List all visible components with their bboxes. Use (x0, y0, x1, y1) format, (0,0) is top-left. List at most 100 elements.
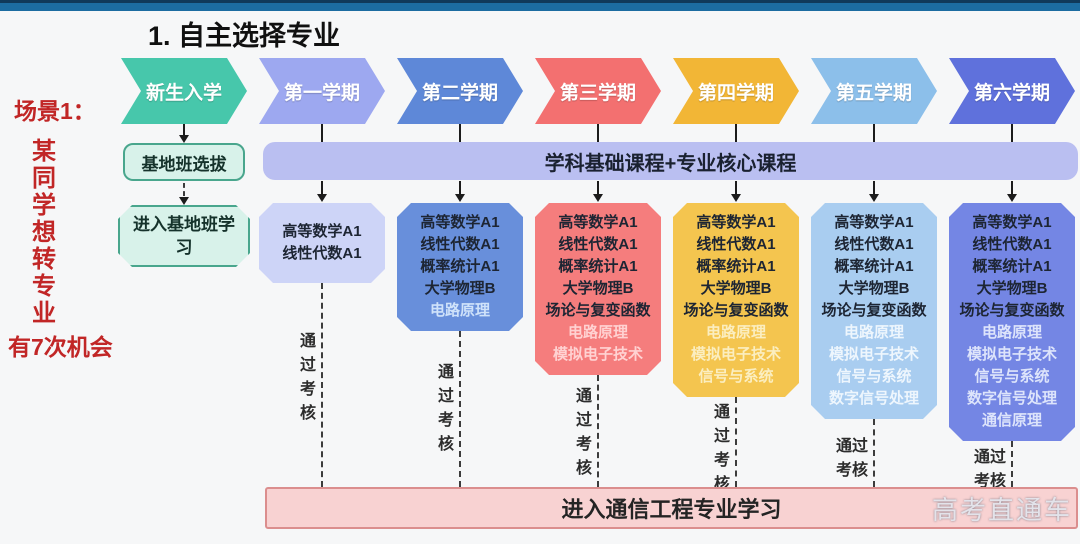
semester-column: 高等数学A1 线性代数A1 通 过 考 核 (259, 203, 385, 487)
course-item: 线性代数A1 (420, 236, 500, 253)
dashed-connector (321, 283, 323, 487)
semester-chevron-label: 第五学期 (835, 82, 912, 104)
pass-exam-area: 通 过 考 核 (673, 397, 799, 493)
course-item: 高等数学A1 (282, 223, 362, 240)
base-class-selection-box: 基地班选拔 (123, 143, 245, 181)
course-item: 场论与复变函数 (545, 302, 651, 319)
arrow-down-icon (731, 194, 741, 202)
course-item: 通信原理 (981, 412, 1042, 429)
course-item: 高等数学A1 (834, 214, 914, 231)
semester-column: 高等数学A1 线性代数A1 概率统计A1 大学物理B 电路原理通 过 考 核 (397, 203, 523, 487)
connector-line (597, 181, 599, 194)
dashed-connector (873, 419, 875, 487)
course-item: 大学物理B (562, 280, 634, 297)
course-item: 高等数学A1 (420, 214, 500, 231)
course-item: 电路原理 (843, 324, 904, 341)
connector-line (321, 124, 323, 142)
semester-chevron-label: 第四学期 (697, 82, 774, 104)
final-major-bar-label: 进入通信工程专业学习 (561, 497, 782, 522)
scenario-label: 场景1： (14, 98, 96, 124)
course-box: 高等数学A1 线性代数A1 (259, 203, 385, 283)
connector-line (1011, 124, 1013, 142)
arrow-down-icon (455, 194, 465, 202)
dashed-connector (459, 331, 461, 487)
course-item: 线性代数A1 (972, 236, 1052, 253)
course-item: 线性代数A1 (834, 236, 914, 253)
pass-exam-label: 通过 考核 (973, 449, 1006, 490)
top-accent-bar (0, 0, 1080, 11)
course-item: 概率统计A1 (972, 258, 1052, 275)
arrow-down-icon (1007, 194, 1017, 202)
pass-exam-area: 通过 考核 (949, 441, 1075, 490)
semester-chevron: 第一学期 (259, 58, 385, 124)
course-item: 数字信号处理 (966, 390, 1057, 407)
course-item: 概率统计A1 (696, 258, 776, 275)
arrow-down-icon (179, 135, 189, 143)
course-item: 高等数学A1 (558, 214, 638, 231)
final-major-bar: 进入通信工程专业学习 (265, 487, 1078, 529)
course-item: 模拟电子技术 (966, 346, 1057, 363)
semester-chevron-label: 第六学期 (973, 82, 1050, 104)
course-item: 电路原理 (705, 324, 766, 341)
dashed-connector (735, 397, 737, 487)
arrow-down-icon (869, 194, 879, 202)
course-item: 高等数学A1 (696, 214, 776, 231)
connector-line (1011, 181, 1013, 194)
watermark-text: 高考直通车 (932, 495, 1073, 525)
pass-exam-label: 通 过 考 核 (713, 404, 730, 493)
semester-chevron-label: 第三学期 (559, 82, 636, 104)
course-item: 大学物理B (700, 280, 772, 297)
core-courses-band-label: 学科基础课程+专业核心课程 (544, 152, 797, 175)
course-item: 线性代数A1 (696, 236, 776, 253)
course-item: 信号与系统 (698, 368, 774, 385)
course-item: 模拟电子技术 (690, 346, 781, 363)
course-item: 数字信号处理 (828, 390, 919, 407)
pass-exam-area: 通过 考核 (811, 419, 937, 487)
freshman-chevron-label: 新生入学 (145, 82, 222, 104)
dashed-connector (597, 375, 599, 487)
connector-line (459, 181, 461, 194)
course-box: 高等数学A1 线性代数A1 概率统计A1 大学物理B 电路原理 (397, 203, 523, 331)
course-item: 信号与系统 (836, 368, 912, 385)
pass-exam-label: 通 过 考 核 (299, 333, 316, 422)
course-item: 大学物理B (976, 280, 1048, 297)
course-item: 概率统计A1 (420, 258, 500, 275)
semester-chevron-label: 第二学期 (421, 82, 498, 104)
course-item: 电路原理 (981, 324, 1042, 341)
semester-chevron: 第四学期 (673, 58, 799, 124)
course-item: 场论与复变函数 (821, 302, 927, 319)
pass-exam-label: 通过 考核 (835, 438, 868, 479)
course-item: 场论与复变函数 (959, 302, 1065, 319)
base-class-study-box: 进入基地班学习 (118, 205, 250, 267)
course-item: 概率统计A1 (558, 258, 638, 275)
core-courses-band: 学科基础课程+专业核心课程 (263, 142, 1078, 180)
course-box: 高等数学A1 线性代数A1 概率统计A1 大学物理B 场论与复变函数电路原理模拟电子技术… (949, 203, 1075, 441)
course-item: 线性代数A1 (282, 245, 362, 262)
arrow-down-icon (179, 197, 189, 205)
arrow-down-icon (593, 194, 603, 202)
connector-line (735, 124, 737, 142)
semester-chevron: 第五学期 (811, 58, 937, 124)
semester-chevron: 第三学期 (535, 58, 661, 124)
scenario-vertical-text: 某同学想转专业 (32, 138, 56, 327)
dashed-connector (1011, 441, 1013, 487)
course-item: 大学物理B (838, 280, 910, 297)
connector-line (459, 124, 461, 142)
connector-line (873, 124, 875, 142)
scenario-note: 有7次机会 (8, 334, 113, 360)
course-item: 电路原理 (429, 302, 490, 319)
connector-line (873, 181, 875, 194)
pass-exam-label: 通 过 考 核 (437, 364, 454, 453)
course-item: 电路原理 (567, 324, 628, 341)
course-item: 信号与系统 (974, 368, 1050, 385)
semester-chevron: 第六学期 (949, 58, 1075, 124)
course-item: 高等数学A1 (972, 214, 1052, 231)
course-item: 大学物理B (424, 280, 496, 297)
dashed-connector (183, 183, 185, 196)
course-item: 模拟电子技术 (552, 346, 643, 363)
